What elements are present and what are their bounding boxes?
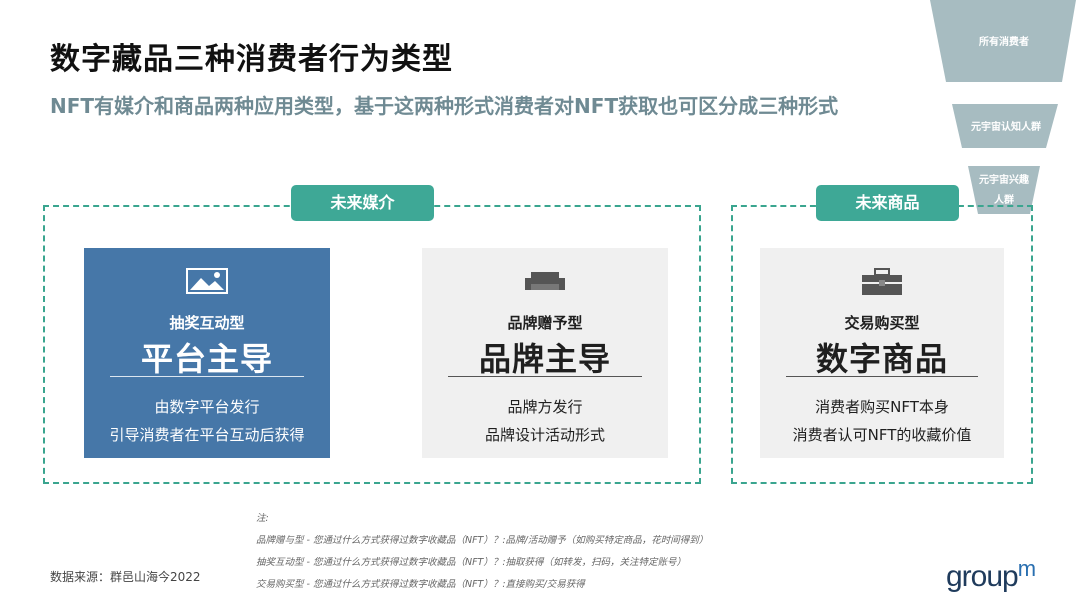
media-group-tag: 未来媒介	[291, 185, 434, 221]
toolbox-icon	[760, 268, 1004, 296]
card-type: 品牌赠予型	[507, 314, 583, 332]
card-desc-1: 消费者购买NFT本身	[815, 398, 949, 416]
note-heading: 注:	[256, 513, 269, 524]
funnel-label-1: 所有消费者	[979, 37, 1029, 48]
card-desc-1: 由数字平台发行	[154, 398, 260, 416]
card-desc-1: 品牌方发行	[507, 398, 583, 416]
note-line: 抽奖互动型 - 您通过什么方式获得过数字收藏品（NFT）？:抽取获得（如转发，扫…	[256, 557, 687, 568]
card-headline: 平台主导	[140, 340, 273, 378]
card-type: 抽奖互动型	[169, 314, 245, 332]
brand-led-card: 品牌赠予型 品牌主导 品牌方发行 品牌设计活动形式	[422, 248, 668, 458]
footnotes: 注: 品牌赠与型 - 您通过什么方式获得过数字收藏品（NFT）？:品牌/活动赠予…	[256, 508, 708, 596]
page-subtitle: NFT有媒介和商品两种应用类型，基于这两种形式消费者对NFT获取也可区分成三种形…	[50, 94, 839, 118]
funnel-label-2: 元宇宙认知人群	[971, 122, 1041, 133]
note-line: 品牌赠与型 - 您通过什么方式获得过数字收藏品（NFT）？:品牌/活动赠予（如购…	[256, 535, 709, 546]
digital-goods-card: 交易购买型 数字商品 消费者购买NFT本身 消费者认可NFT的收藏价值	[760, 248, 1004, 458]
card-divider	[110, 376, 304, 377]
card-desc-2: 引导消费者在平台互动后获得	[109, 426, 305, 444]
data-source: 数据来源：群邑山海今2022	[50, 570, 201, 584]
card-headline: 数字商品	[815, 340, 948, 378]
logo-text: group	[946, 560, 1019, 593]
funnel-label-3: 元宇宙兴趣人群	[979, 175, 1029, 206]
card-divider	[448, 376, 642, 377]
card-divider	[786, 376, 978, 377]
card-headline: 品牌主导	[478, 340, 611, 378]
goods-group-tag: 未来商品	[816, 185, 959, 221]
groupm-logo: groupm	[946, 556, 1036, 594]
card-desc-2: 消费者认可NFT的收藏价值	[792, 426, 972, 444]
card-type: 交易购买型	[844, 314, 920, 332]
card-desc-2: 品牌设计活动形式	[484, 426, 605, 444]
platform-led-card: 抽奖互动型 平台主导 由数字平台发行 引导消费者在平台互动后获得	[84, 248, 330, 458]
image-icon	[84, 268, 330, 296]
note-line: 交易购买型 - 您通过什么方式获得过数字收藏品（NFT）？:直接购买/交易获得	[256, 579, 585, 590]
sofa-icon	[422, 268, 668, 296]
page-title: 数字藏品三种消费者行为类型	[50, 42, 453, 77]
logo-superscript: m	[1017, 556, 1036, 581]
